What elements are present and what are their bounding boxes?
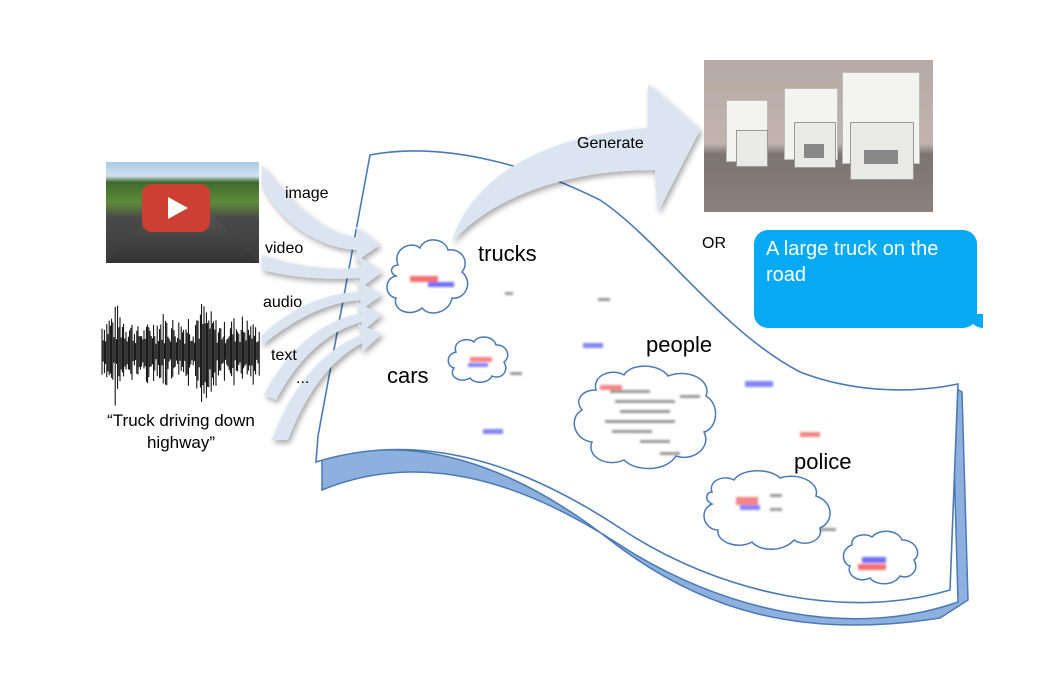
arrow-label-video: video [265, 240, 304, 257]
arrow-video [262, 255, 382, 290]
or-label: OR [702, 235, 726, 252]
arrow-image [262, 165, 380, 262]
play-button-icon[interactable] [142, 184, 210, 232]
truck-1-cab [736, 130, 768, 167]
generate-label: Generate [577, 135, 644, 152]
cluster-cloud-people [573, 365, 717, 470]
generated-truck-image [704, 60, 933, 212]
cluster-label-police: police [794, 449, 852, 474]
text-caption: “Truck driving down highway” [107, 411, 255, 452]
truck-2-grille [804, 144, 824, 158]
arrow-more [272, 324, 382, 440]
embedded-words [410, 276, 886, 570]
arrow-label-text: text [271, 347, 297, 364]
arrow-label-audio: audio [263, 294, 303, 311]
cluster-label-trucks: trucks [478, 241, 537, 266]
generate-arrow [452, 84, 700, 242]
truck-3-grille [864, 150, 898, 164]
audio-waveform-icon [101, 303, 260, 406]
video-thumbnail [106, 162, 259, 263]
arrow-text [264, 302, 382, 400]
text-output: A large truck on the road [766, 238, 939, 286]
arrow-label-more: ... [296, 370, 310, 387]
cluster-label-people: people [646, 332, 713, 357]
input-arrows [262, 165, 382, 440]
arrow-audio [262, 280, 382, 345]
text-output-bubble: A large truck on the road [754, 230, 983, 328]
cluster-cloud-police [703, 470, 831, 550]
cluster-label-cars: cars [387, 363, 429, 388]
arrow-label-image: image [285, 185, 329, 202]
